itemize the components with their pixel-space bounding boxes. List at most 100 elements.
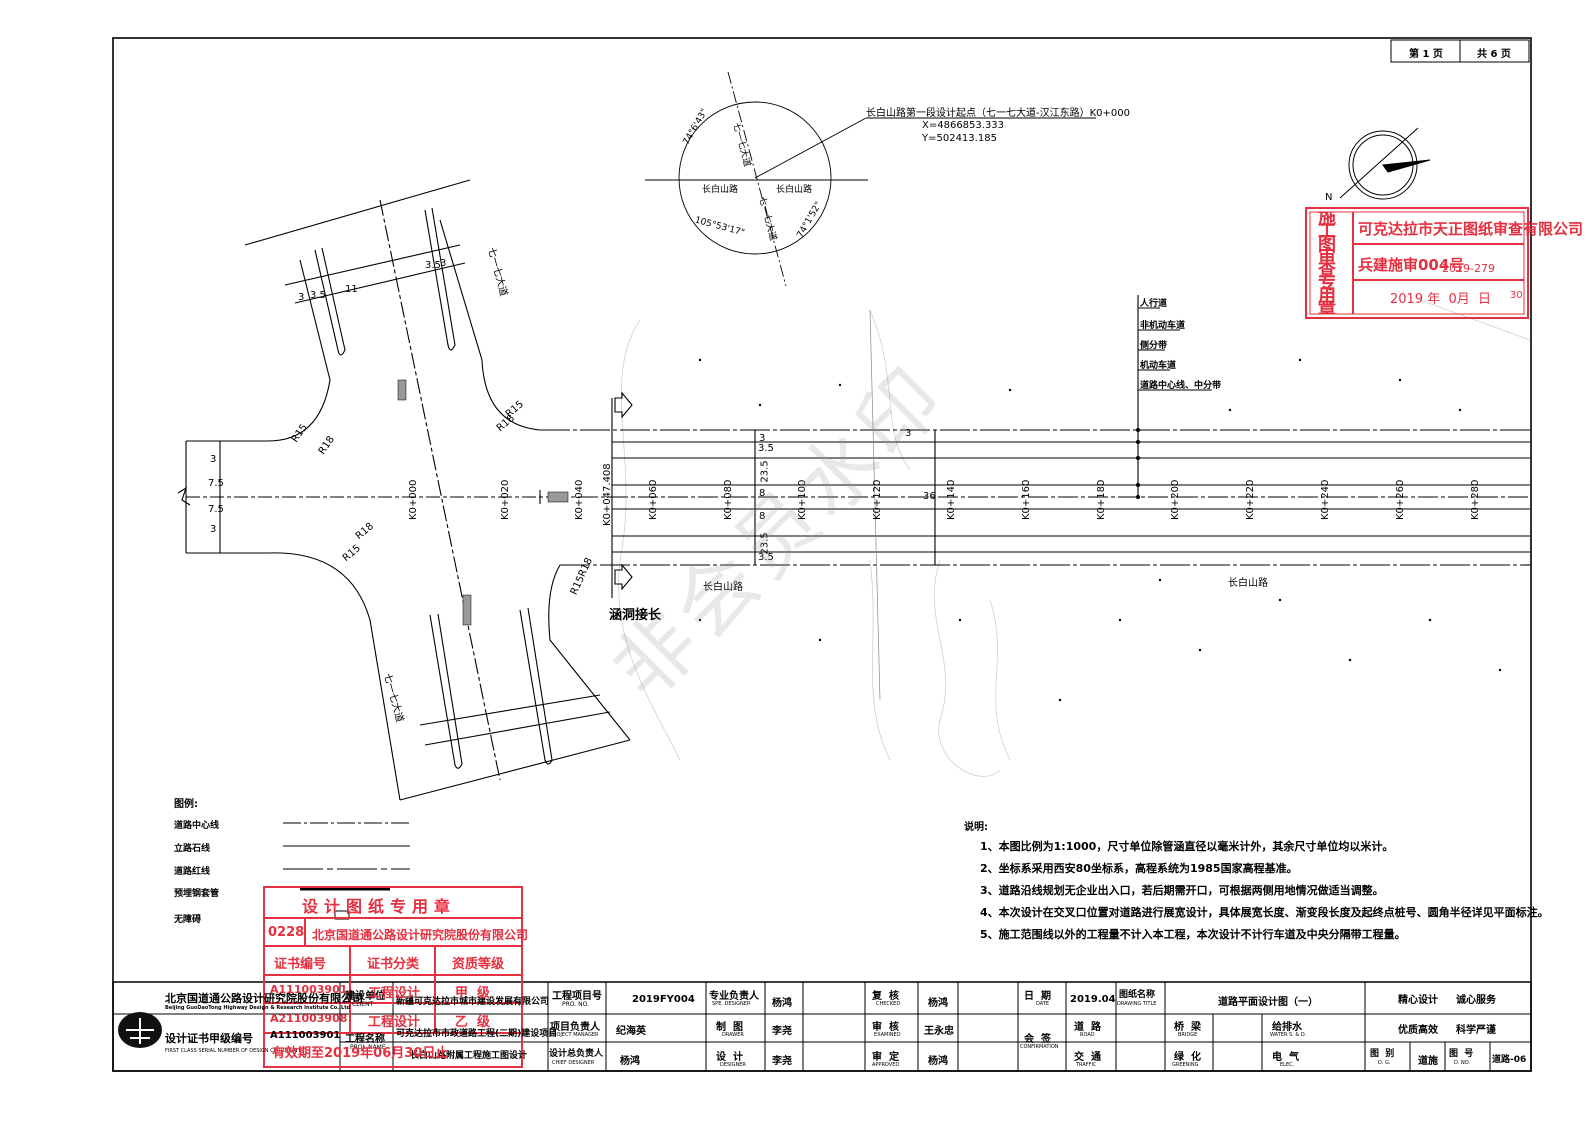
exam-label-en: EXAMINED xyxy=(874,1032,901,1038)
station-label: K0+140 xyxy=(946,479,957,520)
station-label: K0+280 xyxy=(1470,479,1481,520)
proj-no-label-en: PRO. NO. xyxy=(562,1001,589,1008)
design-stamp-header: 证书分类 xyxy=(367,957,420,972)
countersign-label-en: CONFIRMATION xyxy=(1020,1044,1059,1050)
review-stamp-day: 30 xyxy=(1510,290,1523,301)
start-point-y: Y=502413.185 xyxy=(922,133,997,144)
bridge-label-en: BRIDGE xyxy=(1178,1032,1198,1038)
cert-number: A111003901 xyxy=(270,1030,341,1041)
design-label-en: DESIGNER xyxy=(720,1062,746,1068)
legend-item: 预埋钢套管 xyxy=(174,889,220,899)
station-label: K0+160 xyxy=(1021,479,1032,520)
section-label: 人行道 xyxy=(1140,299,1168,309)
category-label-en: D. G. xyxy=(1378,1060,1391,1066)
appr-label: 审 定 xyxy=(872,1052,899,1063)
dimension: 8 xyxy=(759,511,766,522)
drawing-title-label-en: DRAWING TITLE xyxy=(1117,1001,1157,1007)
motto: 优质高效 xyxy=(1398,1025,1438,1036)
number-label: 图 号 xyxy=(1449,1049,1474,1059)
review-stamp-code: 兵建施审004号 xyxy=(1358,256,1465,274)
section-label: 道路中心线、中分带 xyxy=(1140,381,1222,391)
note-item: 4、本次设计在交叉口位置对道路进行展宽设计，具体展宽长度、渐变段长度及起终点桩号… xyxy=(980,906,1549,919)
traffic-label-en: TRAFFIC xyxy=(1076,1062,1097,1068)
motto: 科学严谨 xyxy=(1456,1025,1496,1036)
chief-label: 设计总负责人 xyxy=(549,1049,604,1059)
design-stamp-header: 资质等级 xyxy=(452,957,505,972)
station-label: K0+180 xyxy=(1096,479,1107,520)
pm-name: 纪海英 xyxy=(616,1026,646,1037)
dimension: 8 xyxy=(759,488,766,499)
review-stamp-number: 2019-279 xyxy=(1442,262,1495,275)
draw-label-en: DRAWER xyxy=(722,1032,744,1038)
project-name: 可克达拉市市政道路工程(二期)建设项目 xyxy=(396,1029,558,1039)
proj-no-label: 工程项目号 xyxy=(552,991,602,1002)
date-label: 日 期 xyxy=(1024,991,1051,1002)
design-stamp-title: 设计图纸专用章 xyxy=(302,897,457,916)
design-stamp-cell: 工程设计 xyxy=(368,986,421,1001)
station-label: K0+240 xyxy=(1320,479,1331,520)
dimension: 3 xyxy=(210,454,217,465)
chief-name: 杨鸿 xyxy=(620,1056,640,1067)
terrain-lines xyxy=(618,299,1531,777)
elec-label-en: ELEC. xyxy=(1280,1062,1295,1068)
design-stamp-cell: 甲 级 xyxy=(455,986,491,1001)
tactile-paving xyxy=(462,594,472,626)
notes-title: 说明: xyxy=(964,822,988,833)
dimension: 3 xyxy=(759,433,766,444)
bridge-label: 桥 梁 xyxy=(1174,1022,1201,1033)
company-logo-icon xyxy=(118,1012,162,1048)
cert-label-en: FIRST CLASS SERIAL NUMBER OF DESIGN CERT… xyxy=(165,1048,302,1054)
traffic-label: 交 通 xyxy=(1074,1052,1101,1063)
design-label: 设 计 xyxy=(716,1052,743,1063)
company-name-en: Beijing GuoDaoTong Highway Design & Rese… xyxy=(165,1005,351,1011)
water-label: 给排水 xyxy=(1272,1022,1302,1033)
road-label-tb: 道 路 xyxy=(1074,1022,1101,1033)
start-point-x: X=4866853.333 xyxy=(922,120,1005,131)
spec-label: 专业负责人 xyxy=(709,991,759,1002)
proj-no: 2019FY004 xyxy=(632,994,695,1005)
start-point-detail xyxy=(645,71,1096,287)
motto: 精心设计 xyxy=(1398,995,1438,1006)
design-stamp-cell: 工程设计 xyxy=(368,1015,421,1030)
note-item: 2、坐标系采用西安80坐标系，高程系统为1985国家高程基准。 xyxy=(980,862,1298,875)
category-value: 道施 xyxy=(1418,1056,1438,1067)
dimension: 3.5 xyxy=(758,552,774,563)
checker-name: 杨鸿 xyxy=(928,998,948,1009)
note-item: 3、道路沿线规划无企业出入口，若后期需开口，可根据两侧用地情况做适当调整。 xyxy=(980,884,1384,897)
drawing-title: 道路平面设计图（一） xyxy=(1218,997,1318,1008)
legend-item: 立路石线 xyxy=(174,844,211,854)
chief-label-en: CHIEF DESIGNER xyxy=(552,1060,595,1066)
station-label: K0+020 xyxy=(500,479,511,520)
check-label: 复 核 xyxy=(872,991,899,1002)
station-label: K0+060 xyxy=(648,479,659,520)
dimension: 7.5 xyxy=(208,478,224,489)
design-stamp-validity: 有效期至2019年06月30日止 xyxy=(272,1046,449,1061)
dimension: 3.5 xyxy=(310,290,326,301)
dimension: 3 xyxy=(210,524,217,535)
spec-name: 杨鸿 xyxy=(772,998,792,1009)
review-stamp-date: 2019 年 0月 日 xyxy=(1390,292,1492,307)
station-label: K0+040 xyxy=(574,479,585,520)
svg-text:N: N xyxy=(1325,192,1332,203)
draw-label: 制 图 xyxy=(716,1022,743,1033)
legend-lines xyxy=(283,822,410,920)
number-label-en: D. NO. xyxy=(1454,1060,1471,1066)
legend-item: 道路中心线 xyxy=(174,821,220,831)
road-label: 长白山路 xyxy=(776,185,813,195)
road-lines xyxy=(177,179,1530,801)
note-item: 1、本图比例为1:1000，尺寸单位除管涵直径以毫米计外，其余尺寸单位均以米计。 xyxy=(980,840,1394,853)
station-label: K0+047.408 xyxy=(602,463,613,526)
greening-label-en: GREENING xyxy=(1172,1062,1199,1068)
client-name: 新疆可克达拉市城市建设发展有限公司 xyxy=(396,997,550,1007)
review-stamp-company: 可克达拉市天正图纸审查有限公司 xyxy=(1358,220,1584,238)
designer-name: 李尧 xyxy=(772,1056,792,1067)
page-current: 第 1 页 xyxy=(1409,49,1443,60)
title-block-grid xyxy=(112,981,1532,1072)
greening-label: 绿 化 xyxy=(1174,1052,1201,1063)
survey-points xyxy=(698,358,1502,702)
water-label-en: WATER S. & D. xyxy=(1270,1032,1307,1038)
project-subtitle: 长白山路附属工程施工图设计 xyxy=(410,1051,528,1061)
north-arrow-icon: N xyxy=(1325,127,1431,203)
dimension: 3 xyxy=(905,428,912,439)
company-name: 北京国道通公路设计研究院股份有限公司 xyxy=(165,992,363,1005)
